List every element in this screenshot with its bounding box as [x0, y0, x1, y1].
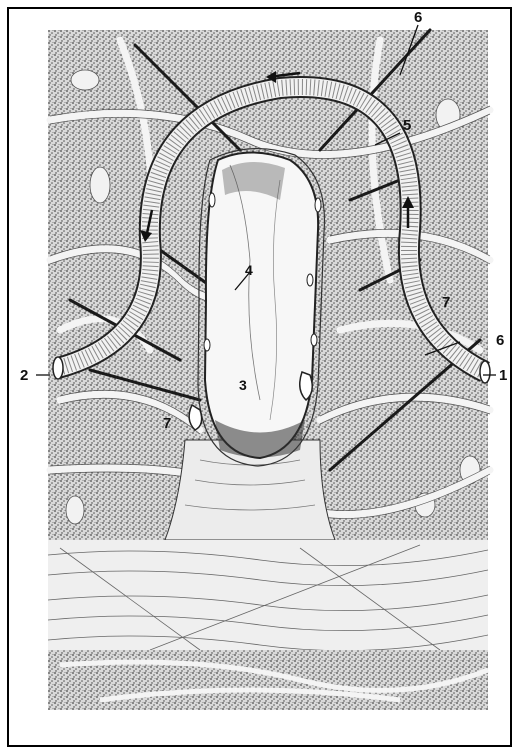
label-1: 1	[499, 368, 507, 383]
label-7-right: 7	[442, 295, 450, 310]
basal-layer	[48, 540, 488, 650]
lacteal-vessel	[205, 153, 318, 459]
label-2: 2	[20, 368, 28, 383]
vessel-end-left	[53, 357, 63, 379]
vessel-end-right	[480, 361, 490, 383]
label-4: 4	[245, 263, 253, 277]
label-6-top: 6	[414, 10, 422, 25]
label-6-right: 6	[496, 333, 504, 348]
label-7-left: 7	[163, 416, 171, 431]
label-5: 5	[403, 118, 411, 133]
label-3: 3	[239, 378, 247, 392]
